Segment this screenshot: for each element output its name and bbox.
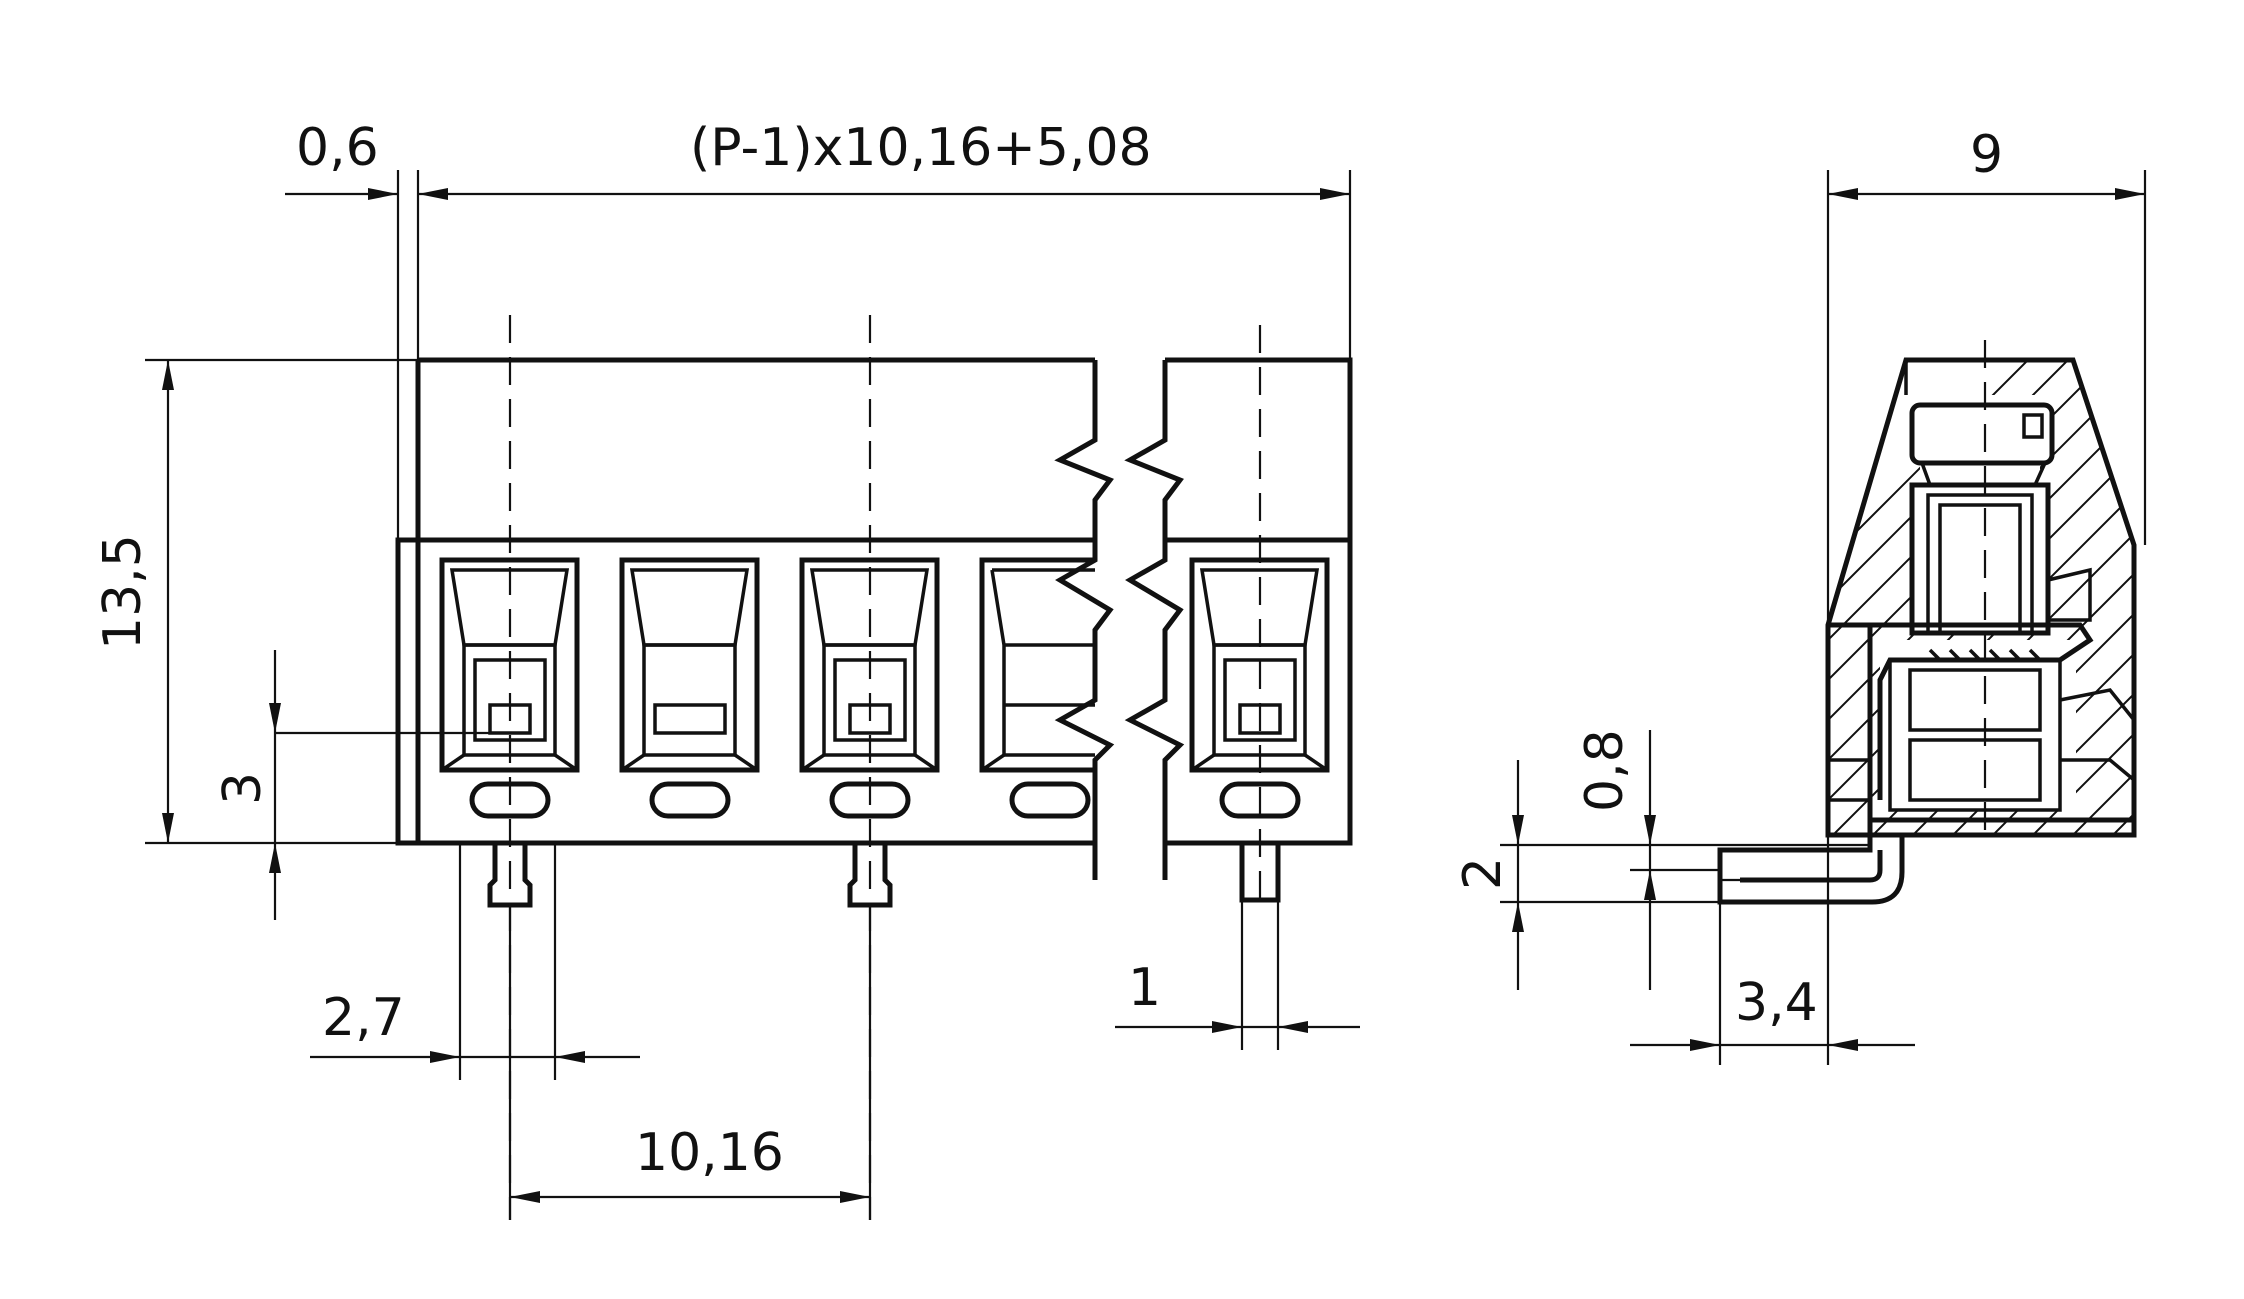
terminal-windows bbox=[439, 557, 1330, 773]
extension-lines bbox=[145, 170, 1352, 1220]
pins bbox=[487, 843, 1281, 1050]
dim-pitch: 10,16 bbox=[510, 1123, 870, 1203]
dim-pin-offset: 0,6 (P-1)x10,16+5,08 bbox=[285, 118, 1350, 200]
front-view: 0,6 (P-1)x10,16+5,08 13,5 3 2,7 bbox=[93, 118, 1360, 1220]
dim-label-pin-height: 3 bbox=[213, 772, 273, 805]
dim-pin-height: 3 bbox=[213, 650, 281, 920]
dim-height: 13,5 bbox=[93, 360, 174, 843]
dim-pin-width-gap: 2,7 bbox=[310, 988, 640, 1063]
dim-pin-drop: 2 bbox=[1453, 760, 1524, 990]
dim-label-pin-extension: 3,4 bbox=[1735, 973, 1818, 1033]
dim-label-total-length: (P-1)x10,16+5,08 bbox=[690, 118, 1152, 178]
dim-label-pin-width-gap: 2,7 bbox=[322, 988, 405, 1048]
center-lines bbox=[508, 315, 1262, 1220]
dim-label-pin-drop: 2 bbox=[1453, 857, 1513, 890]
dim-pin-extension: 3,4 bbox=[1630, 973, 1915, 1051]
dim-label-side-pin-thickness: 0,8 bbox=[1575, 729, 1635, 812]
side-extension-lines bbox=[1500, 170, 2147, 1065]
oval-slots bbox=[469, 781, 1301, 819]
side-view: 9 0,8 2 3,4 bbox=[1453, 125, 2147, 1065]
dim-label-height: 13,5 bbox=[93, 534, 153, 650]
dim-label-pitch: 10,16 bbox=[635, 1123, 784, 1183]
dim-side-pin-thickness: 0,8 bbox=[1575, 729, 1656, 990]
dim-label-pin-offset: 0,6 bbox=[296, 118, 379, 178]
dim-label-pin-thickness: 1 bbox=[1128, 958, 1161, 1018]
break-lines bbox=[1054, 360, 1185, 880]
dim-pin-thickness: 1 bbox=[1115, 958, 1360, 1033]
side-pin bbox=[1717, 835, 1905, 905]
dim-depth: 9 bbox=[1828, 125, 2145, 200]
dim-label-depth: 9 bbox=[1970, 125, 2003, 185]
